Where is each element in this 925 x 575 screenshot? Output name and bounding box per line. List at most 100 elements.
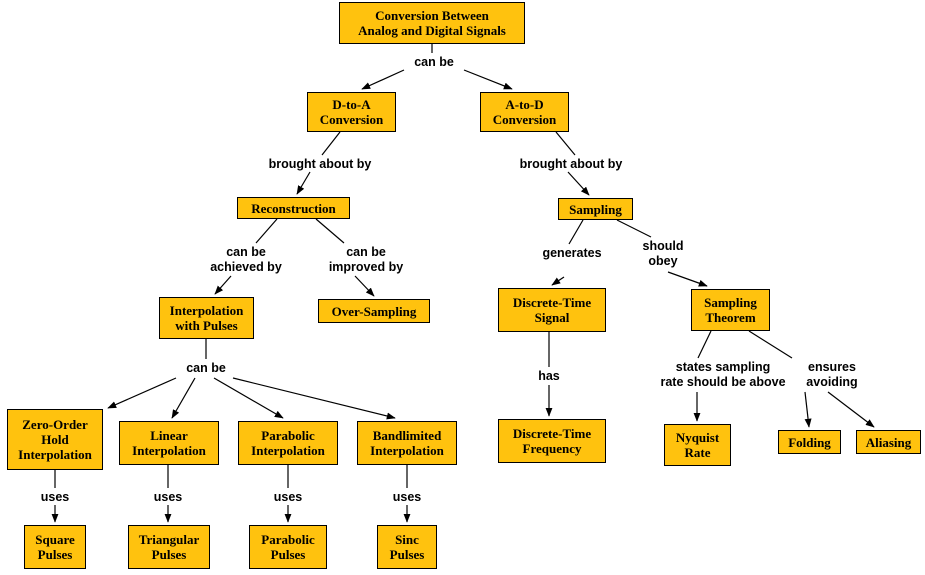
node-triangular_pulses-line-1: Pulses (151, 547, 187, 562)
node-triangular_pulses-line-0: Triangular (138, 532, 200, 547)
node-sampling-line-0: Sampling (569, 201, 622, 217)
edge-label-lbl_uses_3-line-0: uses (273, 490, 303, 504)
node-zoh-line-2: Interpolation (18, 447, 92, 462)
edge-samp_theorem-to-lbl_ensures_avoid (748, 330, 793, 359)
node-aliasing-line-0: Aliasing (865, 434, 912, 450)
edge-lbl_brought_atod-to-sampling (567, 171, 590, 196)
node-linear_interp-line-1: Interpolation (132, 443, 206, 458)
node-dt_signal-line-0: Discrete-Time (512, 295, 592, 310)
node-dt_frequency-line-1: Frequency (522, 441, 582, 456)
node-parabolic_pulses-line-0: Parabolic (261, 532, 315, 547)
node-atod-line-0: A-to-D (505, 97, 544, 112)
edge-lbl_should_obey-to-samp_theorem (667, 271, 708, 287)
edge-lbl_brought_dtoa-to-reconstruction (296, 171, 311, 195)
edge-label-lbl_generates-line-0: generates (542, 246, 602, 260)
node-dtoa-line-0: D-to-A (332, 97, 371, 112)
edge-label-lbl_has: has (532, 369, 566, 384)
node-root-line-1: Analog and Digital Signals (358, 23, 506, 38)
node-reconstruction[interactable]: Reconstruction (237, 197, 350, 219)
edge-label-lbl_uses_1: uses (33, 490, 77, 505)
node-nyquist-line-1: Rate (684, 445, 711, 460)
edge-label-lbl_has-line-0: has (538, 369, 560, 383)
edge-lbl_can_be_interp-to-parabolic_interp (213, 377, 284, 419)
edge-label-lbl_states_rate-line-1: rate should be above (660, 375, 786, 389)
node-zoh-line-0: Zero-Order (22, 417, 88, 432)
node-nyquist-line-0: Nyquist (675, 430, 720, 445)
edge-samp_theorem-to-lbl_states_rate (697, 330, 712, 359)
node-oversampling[interactable]: Over-Sampling (318, 299, 430, 323)
node-root-line-0: Conversion Between (375, 8, 489, 23)
node-interp_pulses-line-0: Interpolation (169, 303, 244, 318)
edge-label-lbl_ensures_avoid-line-1: avoiding (806, 375, 858, 389)
node-dt_signal-line-1: Signal (534, 310, 570, 325)
edge-sampling-to-lbl_should_obey (616, 219, 652, 238)
edge-label-lbl_uses_3: uses (266, 490, 310, 505)
edge-lbl_ensures_avoid-to-folding (804, 391, 812, 428)
edge-label-lbl_can_be_interp: can be (177, 361, 235, 376)
edge-label-lbl_uses_2-line-0: uses (153, 490, 183, 504)
edge-label-lbl_states_rate-line-0: states sampling (675, 360, 771, 374)
node-aliasing[interactable]: Aliasing (856, 430, 921, 454)
edge-label-lbl_improved_by-line-1: improved by (328, 260, 404, 274)
edge-label-lbl_should_obey-line-1: obey (648, 254, 678, 268)
node-sinc_pulses-line-0: Sinc (395, 532, 419, 547)
node-sampling[interactable]: Sampling (558, 198, 633, 220)
edge-label-lbl_should_obey-line-0: should (642, 239, 684, 253)
edge-label-lbl_brought_atod-line-0: brought about by (519, 157, 623, 171)
node-atod-line-1: Conversion (492, 112, 557, 127)
node-square_pulses-line-1: Pulses (37, 547, 73, 562)
edge-lbl_can_be_interp-to-linear_interp (171, 377, 196, 419)
edge-label-lbl_achieved_by-line-1: achieved by (210, 260, 282, 274)
edge-label-lbl_brought_dtoa-line-0: brought about by (268, 157, 372, 171)
edge-label-lbl_can_be_root: can be (405, 55, 463, 70)
node-bandlimited_interp-line-1: Interpolation (370, 443, 444, 458)
edge-lbl_can_be_interp-to-bandlimited_interp (232, 377, 396, 420)
edge-label-lbl_uses_1-line-0: uses (40, 490, 70, 504)
edge-reconstruction-to-lbl_achieved_by (255, 218, 278, 244)
edge-lbl_generates-to-dt_signal (551, 276, 565, 286)
node-zoh-line-1: Hold (41, 432, 69, 447)
node-folding[interactable]: Folding (778, 430, 841, 454)
node-reconstruction-line-0: Reconstruction (251, 200, 336, 216)
edge-label-lbl_can_be_interp-line-0: can be (186, 361, 226, 375)
edge-reconstruction-to-lbl_improved_by (315, 218, 345, 244)
node-oversampling-line-0: Over-Sampling (331, 303, 417, 319)
edge-label-lbl_can_be_root-line-0: can be (414, 55, 454, 69)
node-dtoa-line-1: Conversion (319, 112, 384, 127)
edge-label-lbl_ensures_avoid-line-0: ensures (808, 360, 856, 374)
node-parabolic_interp-line-0: Parabolic (261, 428, 315, 443)
edge-atod-to-lbl_brought_atod (555, 131, 576, 156)
node-interp_pulses-line-1: with Pulses (175, 318, 238, 333)
edge-label-lbl_brought_atod: brought about by (500, 157, 642, 172)
edge-lbl_can_be_root-to-dtoa (361, 69, 405, 90)
edge-lbl_achieved_by-to-interp_pulses (214, 275, 232, 295)
node-sinc_pulses-line-1: Pulses (389, 547, 425, 562)
edge-lbl_ensures_avoid-to-aliasing (827, 391, 875, 428)
node-samp_theorem-line-1: Theorem (705, 310, 756, 325)
node-folding-line-0: Folding (788, 434, 831, 450)
edge-label-lbl_improved_by-line-0: can be (346, 245, 386, 259)
